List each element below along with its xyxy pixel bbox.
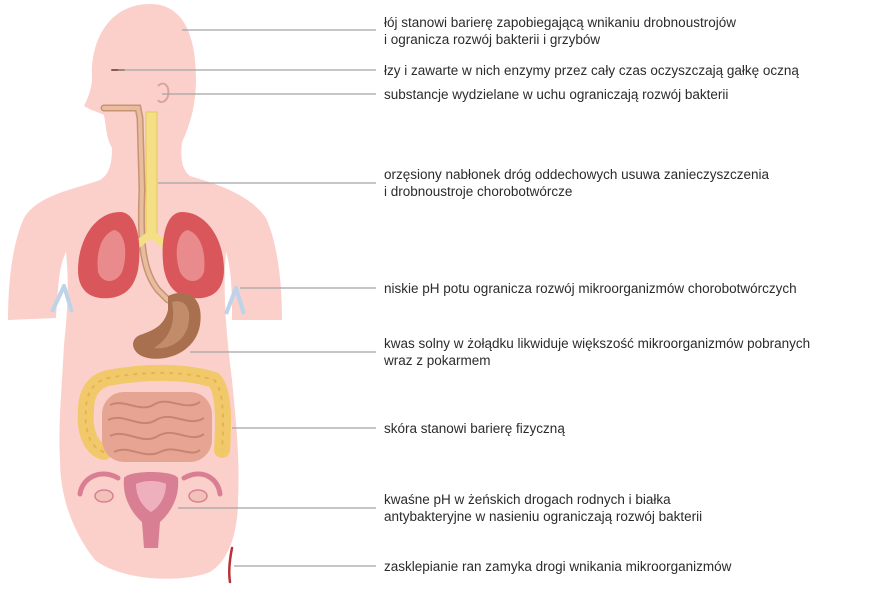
annotation-wound: zasklepianie ran zamyka drogi wnikania m… xyxy=(384,558,874,575)
wound-mark xyxy=(229,548,232,582)
annotation-airways: orzęsiony nabłonek dróg oddechowych usuw… xyxy=(384,166,874,200)
annotation-skin: skóra stanowi barierę fizyczną xyxy=(384,420,874,437)
small-intestine xyxy=(102,392,212,462)
annotation-sweat: niskie pH potu ogranicza rozwój mikroorg… xyxy=(384,280,874,297)
annotation-tears: łzy i zawarte w nich enzymy przez cały c… xyxy=(384,62,874,79)
annotation-ear: substancje wydzielane w uchu ograniczają… xyxy=(384,86,874,103)
annotation-reproductive: kwaśne pH w żeńskich drogach rodnych i b… xyxy=(384,491,874,525)
annotation-stomach: kwas solny w żołądku likwiduje większość… xyxy=(384,335,874,369)
annotation-skin-oil: łój stanowi barierę zapobiegającą wnikan… xyxy=(384,14,874,48)
